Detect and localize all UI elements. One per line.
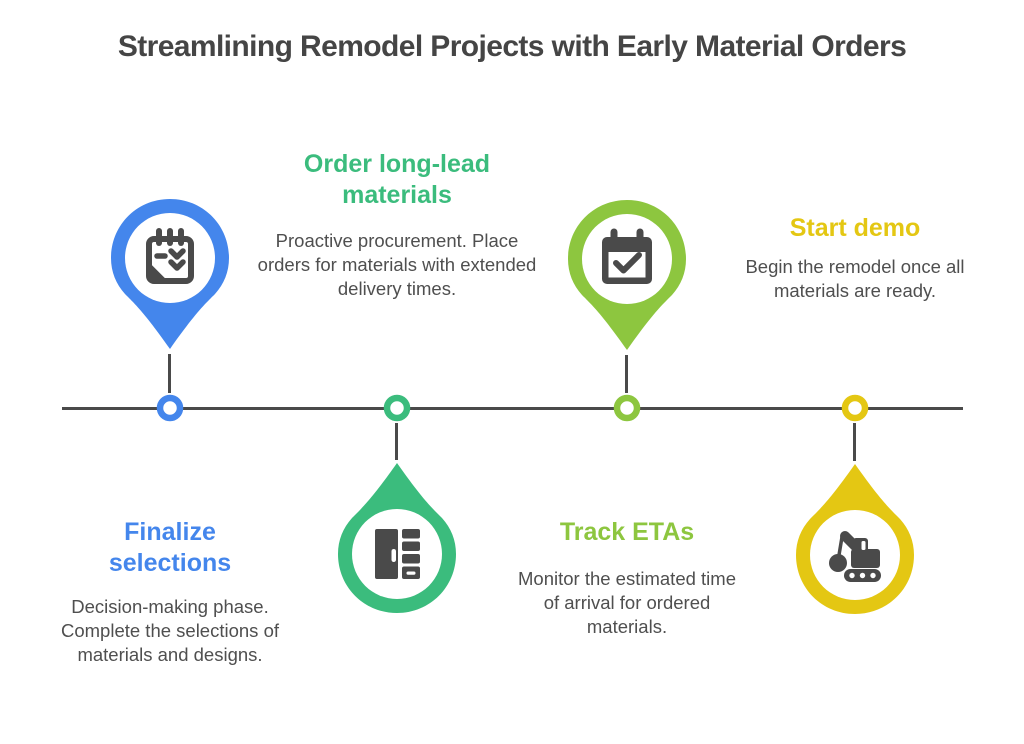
page-title: Streamlining Remodel Projects with Early… [117, 30, 907, 63]
step-title-track-etas: Track ETAs [559, 518, 695, 546]
step-description: Decision-making phase. Complete the sele… [60, 596, 279, 666]
timeline-node-step-3 [613, 394, 641, 422]
pin-marker-step-3 [568, 200, 686, 350]
teardrop-marker-step-4 [796, 464, 914, 614]
connector-step-1 [168, 354, 171, 393]
step-description: Monitor the estimated time of arrival fo… [518, 568, 736, 638]
timeline-node-step-2 [383, 394, 411, 422]
teardrop-marker-step-2 [338, 463, 456, 613]
timeline-node-step-1 [156, 394, 184, 422]
step-description: Proactive procurement. Place orders for … [257, 230, 537, 300]
notepad-check-icon [146, 228, 194, 284]
pin-marker-step-1 [111, 199, 229, 349]
timeline-node-step-4 [841, 394, 869, 422]
excavator-icon [829, 531, 881, 582]
node-circle [613, 394, 641, 422]
wardrobe-icon [375, 529, 420, 579]
node-circle [156, 394, 184, 422]
node-circle [841, 394, 869, 422]
timeline-line [62, 407, 963, 410]
calendar-check-icon [602, 228, 652, 284]
connector-step-3 [625, 355, 628, 393]
connector-step-4 [853, 423, 856, 461]
step-title-start-demo: Start demo [789, 214, 921, 242]
step-description: Begin the remodel once all materials are… [745, 256, 965, 302]
step-title-finalize-selections: Finalize selections [108, 518, 232, 577]
pin-inner-circle [125, 213, 215, 303]
step-title-order-long-lead-materials: Order long-lead materials [303, 150, 491, 209]
connector-step-2 [395, 423, 398, 460]
node-circle [383, 394, 411, 422]
